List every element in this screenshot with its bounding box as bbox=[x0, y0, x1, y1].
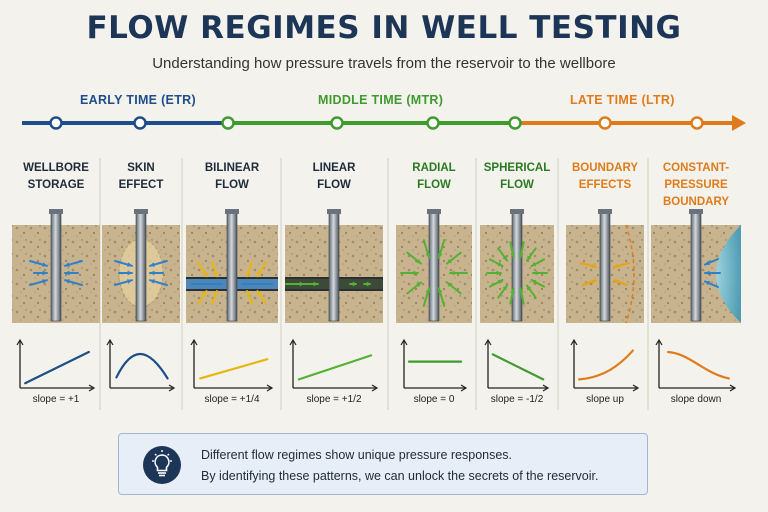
regime-title-wellbore-storage: WELLBORE STORAGE bbox=[4, 160, 108, 194]
pressure-plot-boundary bbox=[570, 338, 640, 392]
pressure-plot-spherical bbox=[484, 338, 550, 392]
reservoir-panel-constant-pressure bbox=[651, 209, 741, 323]
reservoir-panel-wellbore-storage bbox=[12, 209, 100, 323]
regime-title-line2: FLOW bbox=[317, 179, 351, 191]
regime-title-line2: STORAGE bbox=[27, 179, 85, 191]
timeline-node bbox=[598, 116, 612, 130]
callout-line-2: By identifying these patterns, we can un… bbox=[201, 469, 599, 483]
pressure-plot-wellbore-storage bbox=[16, 338, 96, 392]
reservoir-panel-boundary bbox=[566, 209, 644, 324]
response-curve-fall bbox=[491, 353, 545, 381]
phase-label-early-time: EARLY TIME (ETR) bbox=[80, 93, 196, 107]
regime-title-boundary: BOUNDARY EFFECTS bbox=[558, 160, 652, 194]
pressure-plot-bilinear bbox=[190, 338, 274, 392]
regime-title-linear: LINEAR FLOW bbox=[277, 160, 391, 194]
timeline-node bbox=[426, 116, 440, 130]
timeline-arrowhead bbox=[732, 115, 746, 131]
timeline bbox=[22, 115, 746, 131]
regime-title-line2: EFFECTS bbox=[578, 179, 632, 191]
callout-line-1: Different flow regimes show unique press… bbox=[201, 448, 513, 462]
regime-title-line2: FLOW bbox=[215, 179, 249, 191]
reservoir-panel-skin bbox=[102, 209, 180, 323]
reservoir-panel-bilinear bbox=[186, 209, 278, 323]
slope-label-spherical: slope = -1/2 bbox=[490, 394, 544, 405]
regime-title-spherical: SPHERICAL FLOW bbox=[472, 160, 562, 194]
slope-label-boundary: slope up bbox=[586, 394, 624, 405]
regime-title-line2: EFFECT bbox=[118, 179, 164, 191]
regime-title-line1: SKIN bbox=[127, 162, 155, 174]
regime-title-skin: SKIN EFFECT bbox=[94, 160, 188, 194]
pressure-plot-skin bbox=[106, 338, 176, 392]
page-subtitle: Understanding how pressure travels from … bbox=[152, 55, 616, 72]
reservoir-panel-radial bbox=[396, 209, 472, 323]
pressure-plot-radial bbox=[400, 338, 468, 392]
regime-title-line1: BOUNDARY bbox=[571, 162, 639, 174]
regime-title-line1: CONSTANT-PRESSURE bbox=[662, 162, 730, 191]
regime-panels bbox=[12, 209, 741, 324]
phase-label-middle-time: MIDDLE TIME (MTR) bbox=[318, 93, 444, 107]
response-curve-rise-half bbox=[297, 354, 373, 381]
lightbulb-icon bbox=[143, 446, 181, 484]
slope-label-constant-pressure: slope down bbox=[670, 394, 722, 405]
response-curve-curve-down bbox=[667, 350, 731, 380]
regime-title-constant-pressure: CONSTANT-PRESSURE BOUNDARY bbox=[643, 160, 749, 211]
regime-title-radial: RADIAL FLOW bbox=[388, 160, 480, 194]
response-curve-curve-up bbox=[578, 349, 634, 381]
reservoir-panel-spherical bbox=[480, 209, 554, 323]
pressure-plot-constant-pressure bbox=[655, 338, 737, 392]
response-curve-hump bbox=[115, 352, 169, 380]
regime-title-line2: BOUNDARY bbox=[662, 196, 730, 208]
reservoir-panel-linear bbox=[285, 209, 383, 323]
slope-label-linear: slope = +1/2 bbox=[306, 394, 362, 405]
slope-label-wellbore-storage: slope = +1 bbox=[32, 394, 80, 405]
timeline-node bbox=[49, 116, 63, 130]
regime-title-line1: RADIAL bbox=[412, 162, 456, 174]
info-callout: Different flow regimes show unique press… bbox=[118, 433, 648, 495]
page-title: FLOW REGIMES IN WELL TESTING bbox=[86, 10, 682, 46]
regime-title-line1: SPHERICAL bbox=[483, 162, 551, 174]
timeline-node bbox=[690, 116, 704, 130]
flow-regimes-diagram bbox=[12, 115, 746, 410]
regime-title-bilinear: BILINEAR FLOW bbox=[178, 160, 286, 194]
regime-title-line1: LINEAR bbox=[312, 162, 356, 174]
slope-label-bilinear: slope = +1/4 bbox=[204, 394, 260, 405]
phase-label-late-time: LATE TIME (LTR) bbox=[570, 93, 675, 107]
response-curve-rise-quarter bbox=[199, 358, 269, 380]
slope-label-radial: slope = 0 bbox=[413, 394, 455, 405]
pressure-plots bbox=[16, 338, 737, 392]
timeline-node bbox=[508, 116, 522, 130]
timeline-node bbox=[221, 116, 235, 130]
regime-title-line1: BILINEAR bbox=[204, 162, 260, 174]
regime-title-line1: WELLBORE bbox=[23, 162, 89, 174]
timeline-node bbox=[133, 116, 147, 130]
regime-title-line2: FLOW bbox=[417, 179, 451, 191]
response-curve-rise-steep bbox=[24, 350, 90, 385]
timeline-node bbox=[330, 116, 344, 130]
regime-title-line2: FLOW bbox=[500, 179, 534, 191]
pressure-plot-linear bbox=[289, 338, 379, 392]
